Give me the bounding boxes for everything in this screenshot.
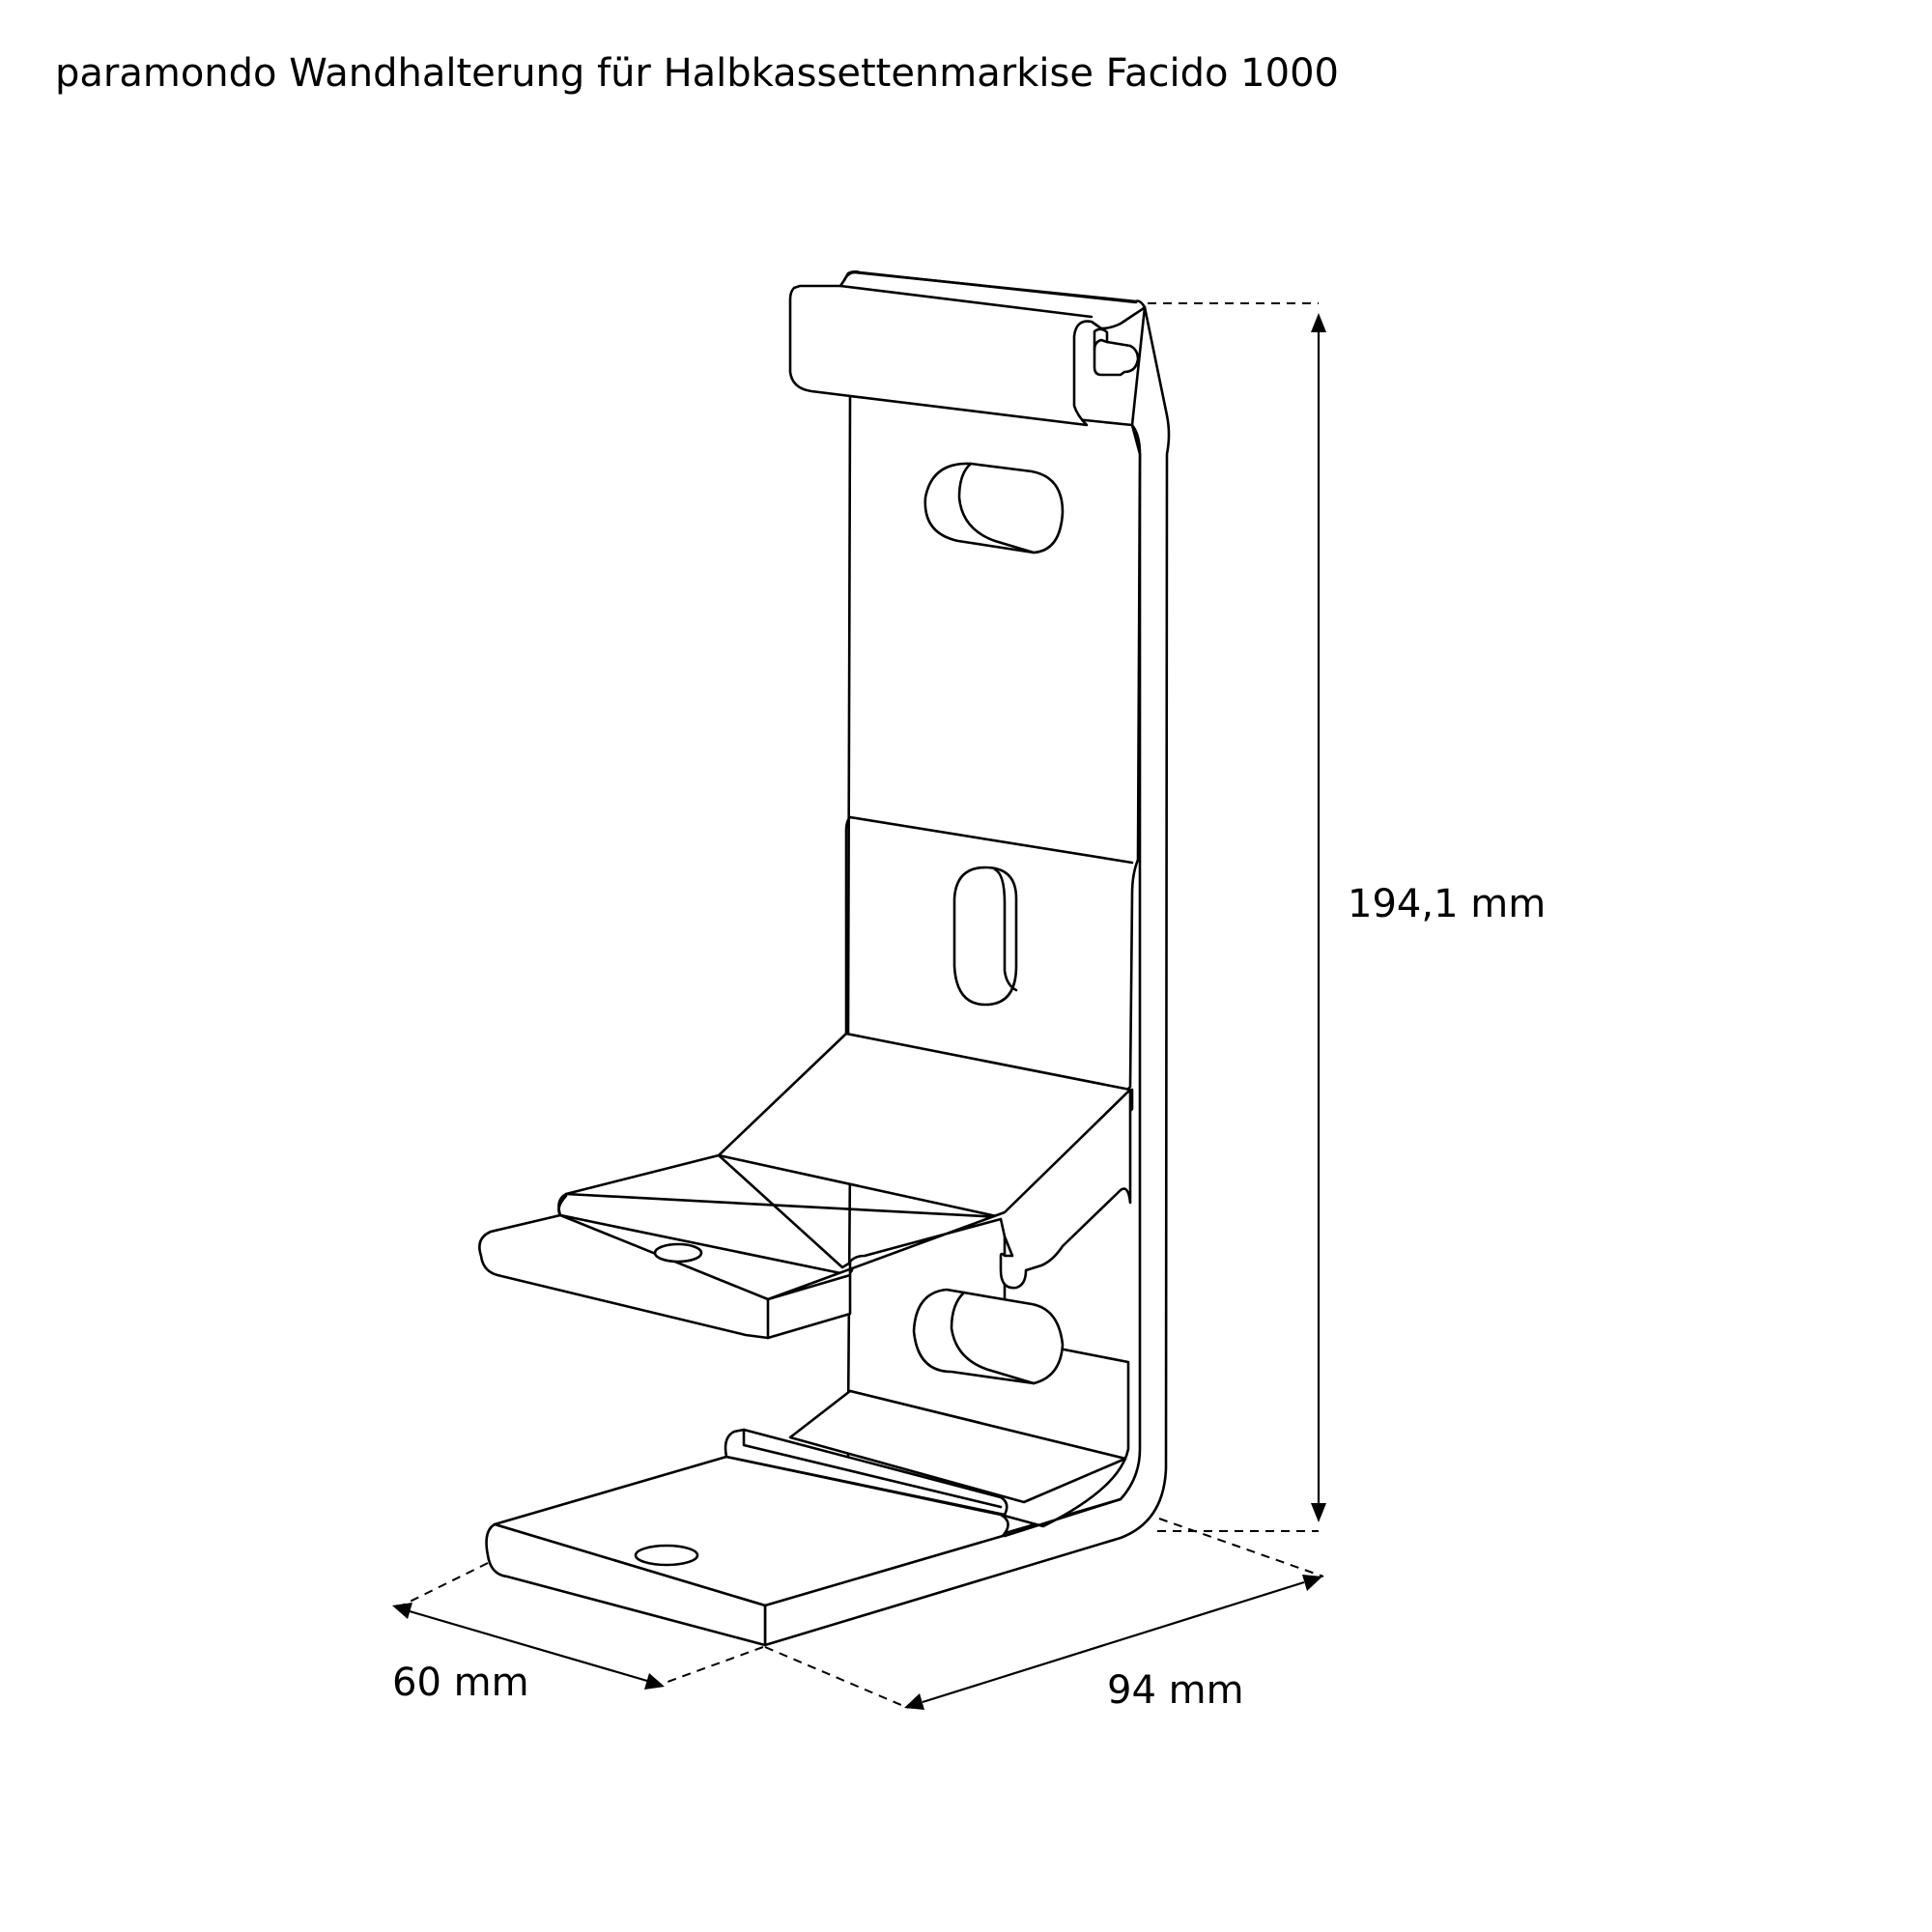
upper-foot-crease (557, 1194, 568, 1217)
height-dimension-label: 194,1 mm (1348, 882, 1547, 926)
middle-slot-inner (993, 867, 1018, 992)
lower-screw-hole (634, 1544, 699, 1567)
upper-foot-plate (478, 1213, 852, 1340)
depth-dimension-label: 60 mm (392, 1661, 529, 1705)
width-arrow-right (1302, 1575, 1322, 1591)
width-dimension-label: 94 mm (1107, 1668, 1244, 1713)
lower-slot-inner (950, 1291, 1036, 1385)
upper-support-arm (478, 1032, 1134, 1340)
height-arrow-bottom (1311, 1503, 1326, 1522)
upper-arm-return (766, 1088, 1132, 1301)
lower-web (788, 1389, 1127, 1504)
rail-hook-notch (1093, 327, 1140, 377)
depth-dimension-line (409, 1609, 648, 1683)
top-rail-lip (842, 270, 1138, 304)
lower-foot (485, 1389, 1127, 1647)
back-plate-side (763, 305, 1171, 1647)
depth-extension-left (397, 1562, 489, 1608)
lower-slot-outer (912, 1288, 1065, 1385)
dimension-width (764, 1518, 1324, 1710)
upper-screw-hole (653, 1242, 703, 1264)
plate-fold-left (844, 815, 852, 1036)
depth-extension-right (656, 1646, 764, 1687)
depth-arrow-left (392, 1603, 412, 1619)
middle-slot-outer (952, 866, 1018, 1007)
top-rail (788, 270, 1147, 427)
lower-rib-crease (742, 1428, 1003, 1509)
plate-fold-line (848, 815, 1134, 865)
width-extension-right (1158, 1518, 1324, 1577)
dimension-depth (392, 1562, 764, 1690)
rail-hook-inner (1093, 338, 1109, 352)
lower-foot-rib (724, 1428, 1009, 1517)
width-arrow-left (904, 1693, 924, 1710)
dimension-height (1148, 302, 1326, 1532)
lower-foot-right-edge (1003, 1497, 1122, 1538)
lower-foot-plate (485, 1522, 767, 1647)
top-rail-crease (838, 284, 1094, 319)
upper-slot-inner (957, 462, 1036, 554)
product-title: paramondo Wandhalterung für Halbkassette… (55, 51, 1339, 96)
height-arrow-top (1311, 313, 1326, 332)
width-dimension-line (922, 1580, 1305, 1704)
width-extension-left (764, 1646, 909, 1709)
depth-arrow-right (644, 1673, 665, 1690)
